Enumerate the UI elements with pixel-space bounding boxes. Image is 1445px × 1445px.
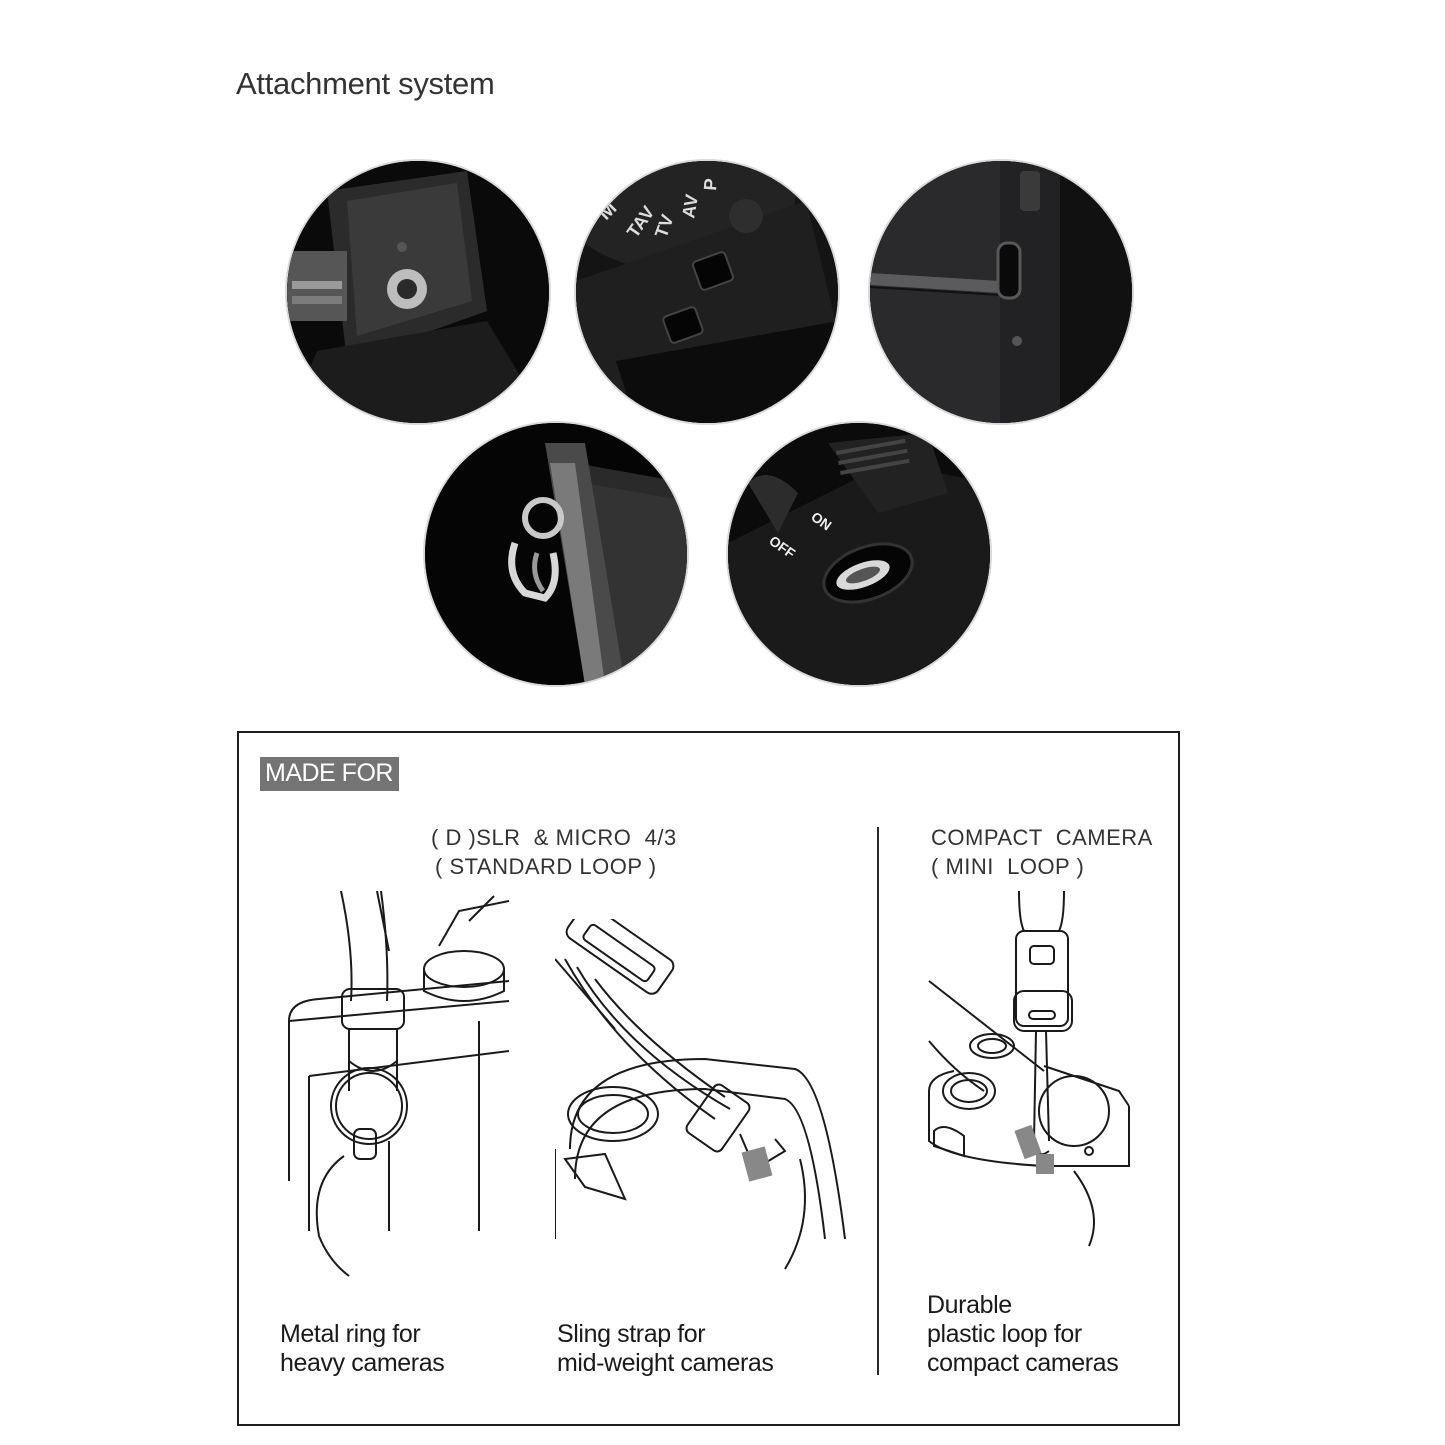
caption-metal-ring: Metal ring for heavy cameras (280, 1320, 445, 1378)
dial-label-p: P (700, 178, 721, 192)
mode-dial-photo: M TAV TV AV P (576, 161, 838, 423)
page-title: Attachment system (236, 66, 495, 101)
made-for-tag: MADE FOR (260, 757, 399, 791)
split-ring-photo (425, 423, 687, 685)
right-heading-line2: ( MINI LOOP ) (931, 854, 1085, 879)
plastic-loop-illustration (928, 891, 1130, 1247)
side-slot-photo (870, 161, 1132, 423)
caption-plastic-loop-line3: compact cameras (927, 1349, 1119, 1377)
caption-sling-strap-line2: mid-weight cameras (557, 1349, 774, 1377)
made-for-panel: MADE FOR ( D )SLR & MICRO 4/3 ( STANDARD… (237, 731, 1180, 1426)
section-divider (877, 827, 879, 1375)
caption-metal-ring-line2: heavy cameras (280, 1349, 445, 1377)
caption-plastic-loop-line1: Durable (927, 1291, 1012, 1319)
caption-sling-strap: Sling strap for mid-weight cameras (557, 1320, 774, 1378)
sling-strap-illustration (555, 919, 846, 1270)
caption-plastic-loop: Durable plastic loop for compact cameras (927, 1291, 1119, 1378)
caption-sling-strap-line1: Sling strap for (557, 1320, 706, 1348)
left-heading-line1: ( D )SLR & MICRO 4/3 (431, 825, 677, 850)
caption-plastic-loop-line2: plastic loop for (927, 1320, 1082, 1348)
dial-label-av: AV (678, 193, 702, 220)
power-switch-photo: OFF ON (728, 423, 990, 685)
left-heading-line2: ( STANDARD LOOP ) (435, 854, 657, 879)
right-heading-line1: COMPACT CAMERA (931, 825, 1153, 850)
eyelet-lug-photo (287, 161, 549, 423)
metal-ring-illustration (288, 891, 510, 1277)
caption-metal-ring-line1: Metal ring for (280, 1320, 421, 1348)
